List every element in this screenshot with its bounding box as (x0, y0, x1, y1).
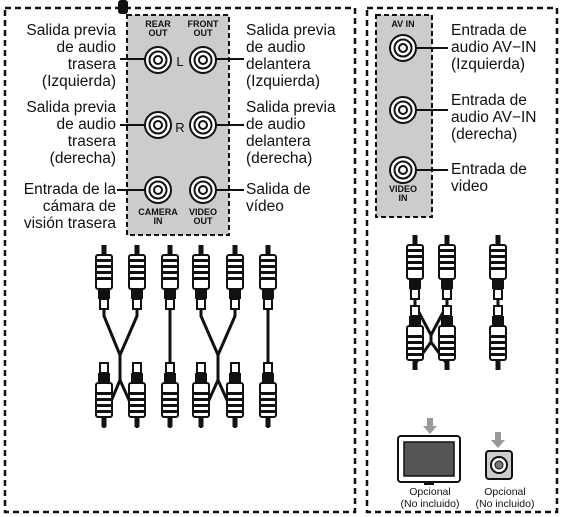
monitor-optional-caption: Opcional (No incluido) (400, 486, 460, 510)
front-out-jack-label: FRONT OUT (187, 19, 219, 38)
video-in-jack-label: VIDEO IN (388, 184, 417, 203)
right-channel-marker: R (175, 120, 185, 135)
av-in-left-label: Entrada de audio AV−IN (Izquierda) (451, 22, 537, 73)
left-plugs-bottom (95, 362, 277, 428)
rear-out-right-label: Salida previa de audio trasera (derecha) (26, 99, 116, 167)
video-in-jack (389, 156, 417, 184)
video-out-jack-label: VIDEO OUT (188, 207, 217, 226)
front-out-right-label: Salida previa de audio delantera (derech… (246, 99, 336, 167)
front-out-left-label: Salida previa de audio delantera (Izquie… (246, 22, 336, 90)
camera-icon (485, 450, 513, 480)
left-panel-frame (3, 6, 357, 514)
right-cables (413, 299, 500, 370)
front-out-left-jack (189, 46, 217, 74)
av-in-jack-label: AV IN (391, 19, 415, 29)
av-in-left-jack (389, 34, 417, 62)
camera-in-jack-label: CAMERA IN (138, 207, 178, 226)
down-arrow-icon (491, 432, 505, 448)
camera-in-jack (144, 176, 172, 204)
av-in-right-label: Entrada de audio AV−IN (derecha) (451, 92, 537, 143)
right-plugs-top (406, 234, 507, 300)
front-out-right-jack (189, 111, 217, 139)
video-out-jack (189, 176, 217, 204)
video-out-label: Salida de vídeo (246, 181, 311, 215)
rear-out-right-jack (144, 111, 172, 139)
down-arrow-icon (423, 418, 437, 434)
rear-out-jack-label: REAR OUT (145, 19, 171, 38)
left-plugs-top (95, 244, 277, 310)
video-in-label: Entrada de video (451, 161, 527, 195)
monitor-icon (397, 435, 461, 485)
camera-in-label: Entrada de la cámara de visión trasera (23, 181, 116, 232)
camera-optional-caption: Opcional (No incluido) (475, 486, 535, 510)
left-channel-marker: L (176, 54, 184, 69)
right-panel-frame (365, 6, 559, 514)
av-in-right-jack (389, 96, 417, 124)
rear-out-left-jack (144, 46, 172, 74)
rear-out-left-label: Salida previa de audio trasera (Izquierd… (26, 22, 116, 90)
